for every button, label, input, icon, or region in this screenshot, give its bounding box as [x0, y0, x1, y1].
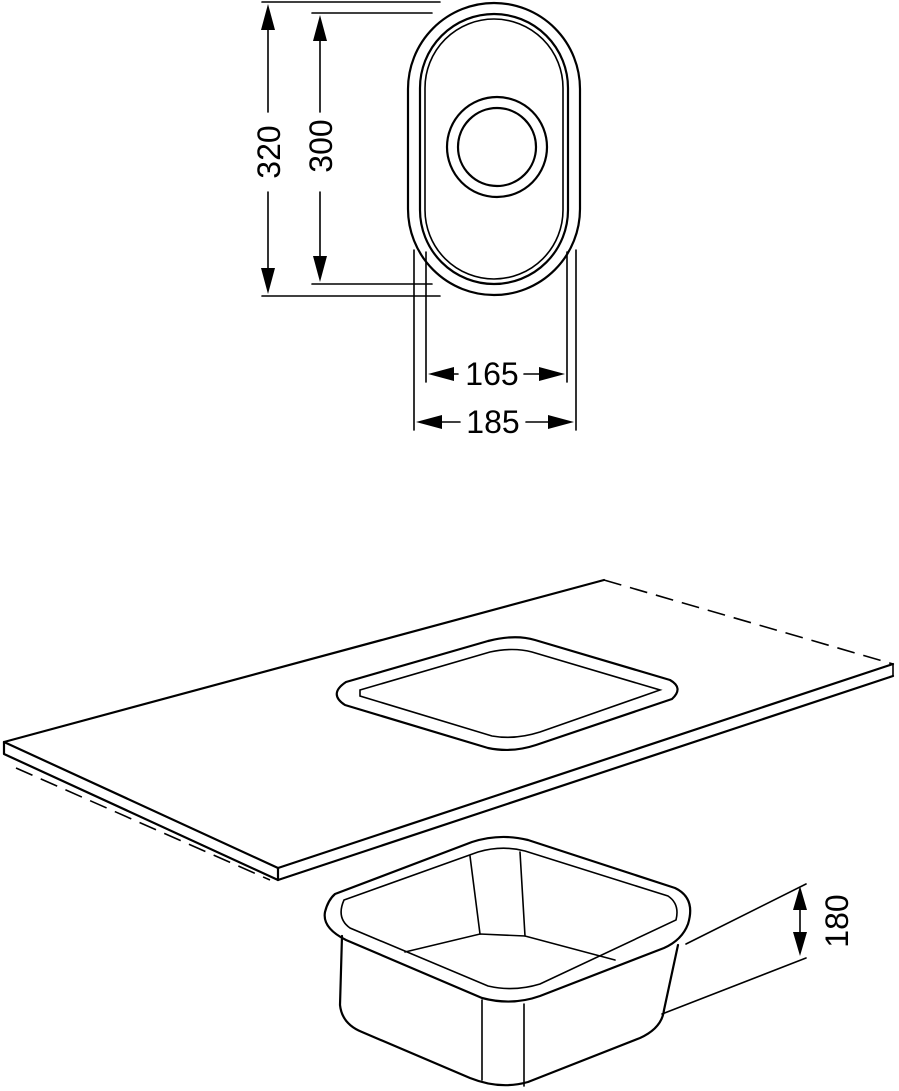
bowl-outer-rim [406, 1, 582, 297]
bowl-inner-rim [418, 12, 570, 286]
outer-length-label: 320 [251, 125, 287, 178]
countertop [2, 578, 895, 882]
dimension-depth: 180 [661, 883, 855, 1015]
inner-length-label: 300 [303, 119, 339, 172]
drain-inner-ring [456, 106, 538, 188]
outer-width-label: 185 [466, 404, 519, 440]
countertop-cutout [335, 636, 679, 752]
inner-width-label: 165 [465, 356, 518, 392]
dimension-inner-width: 165 [425, 251, 568, 392]
dimension-outer-length: 320 [251, 1, 441, 297]
dimension-outer-width: 185 [413, 249, 577, 440]
top-view-bowl [406, 1, 582, 297]
bowl-inner-edge [424, 18, 564, 280]
dimension-inner-length: 300 [303, 12, 433, 285]
drain-outer-ring [445, 95, 549, 199]
sink-bowl [323, 835, 692, 1087]
depth-label: 180 [819, 894, 855, 947]
